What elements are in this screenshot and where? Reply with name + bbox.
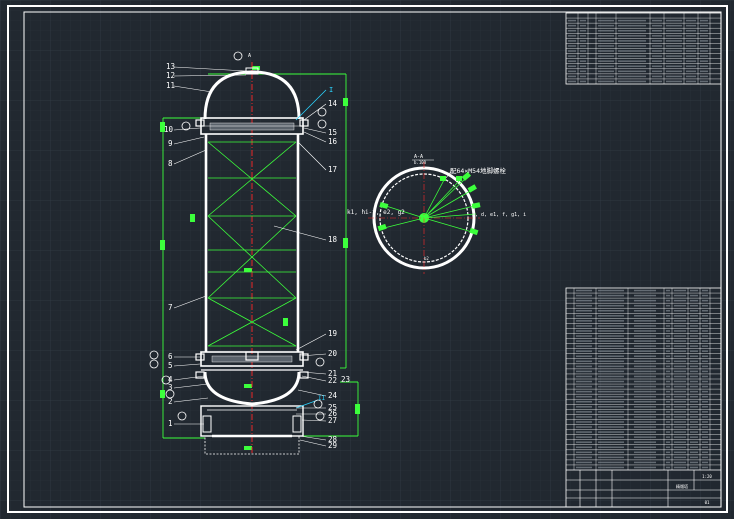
label-right-15: 15	[328, 128, 337, 137]
nozzle-right-note: a, d, e1, f, g1, i	[472, 212, 526, 218]
parts-list-table	[565, 287, 722, 508]
section-label: A-A	[414, 154, 423, 160]
label-right-25: 25	[328, 403, 337, 412]
label-left-5: 5	[168, 361, 173, 370]
callout-circles	[149, 51, 327, 421]
detail-mark-i: I	[329, 86, 333, 94]
label-left-11: 11	[166, 81, 175, 90]
label-right-18: 18	[328, 235, 338, 244]
label-right-27: 27	[328, 416, 337, 425]
outer-frame	[7, 5, 728, 513]
top-head	[203, 70, 301, 120]
label-right-17: 17	[328, 165, 337, 174]
label-left-3: 3	[168, 383, 173, 392]
packing-bracing	[207, 141, 297, 347]
label-right-16: 16	[328, 137, 338, 146]
label-left-2: 2	[168, 397, 173, 406]
section-a-a: A-A b.100 配64×M54地	[347, 154, 526, 274]
label-left-6: 6	[168, 352, 173, 361]
label-left-1: 1	[168, 419, 173, 428]
detail-mark-ii: II	[318, 395, 326, 402]
section-nozzle-lines	[383, 177, 477, 233]
label-left-9: 9	[168, 139, 173, 148]
bottom-mark: b2	[424, 256, 429, 261]
label-left-4: 4	[168, 375, 173, 384]
nozzle-table	[565, 12, 722, 85]
title-scale: 1:20	[702, 474, 712, 479]
tower-elevation: A I II	[149, 51, 360, 455]
label-left-7: 7	[168, 303, 173, 312]
view-mark-a: A	[248, 53, 251, 59]
label-right-21: 21	[328, 369, 337, 378]
label-left-13: 13	[166, 62, 175, 71]
inner-frame	[23, 11, 722, 508]
leader-lines	[173, 66, 327, 447]
label-right-24: 24	[328, 391, 338, 400]
label-left-8: 8	[168, 159, 173, 168]
nozzle-left-note: k1, hi-t, e2, g2	[347, 209, 405, 216]
label-right-26: 26	[328, 409, 338, 418]
bottom-head	[203, 371, 301, 406]
label-right-29: 29	[328, 441, 337, 450]
bolt-note: 配64×M54地脚螺栓	[450, 166, 506, 175]
label-left-12: 12	[166, 71, 175, 80]
label-right-22: 22	[328, 376, 337, 385]
label-left-10: 10	[164, 125, 174, 134]
label-right-19: 19	[328, 329, 337, 338]
title-name: 精馏塔	[676, 483, 688, 489]
label-right-20: 20	[328, 349, 338, 358]
label-right-14: 14	[328, 99, 338, 108]
title-sheet: 01	[705, 500, 710, 505]
title-block: 精馏塔 1:20 01	[566, 469, 721, 507]
dimension-markers	[160, 66, 360, 450]
label-right-23: 23	[341, 375, 350, 384]
label-right-28: 28	[328, 435, 338, 444]
section-note: b.100	[414, 160, 427, 165]
section-nozzles	[377, 171, 481, 236]
nozzles	[195, 119, 309, 379]
